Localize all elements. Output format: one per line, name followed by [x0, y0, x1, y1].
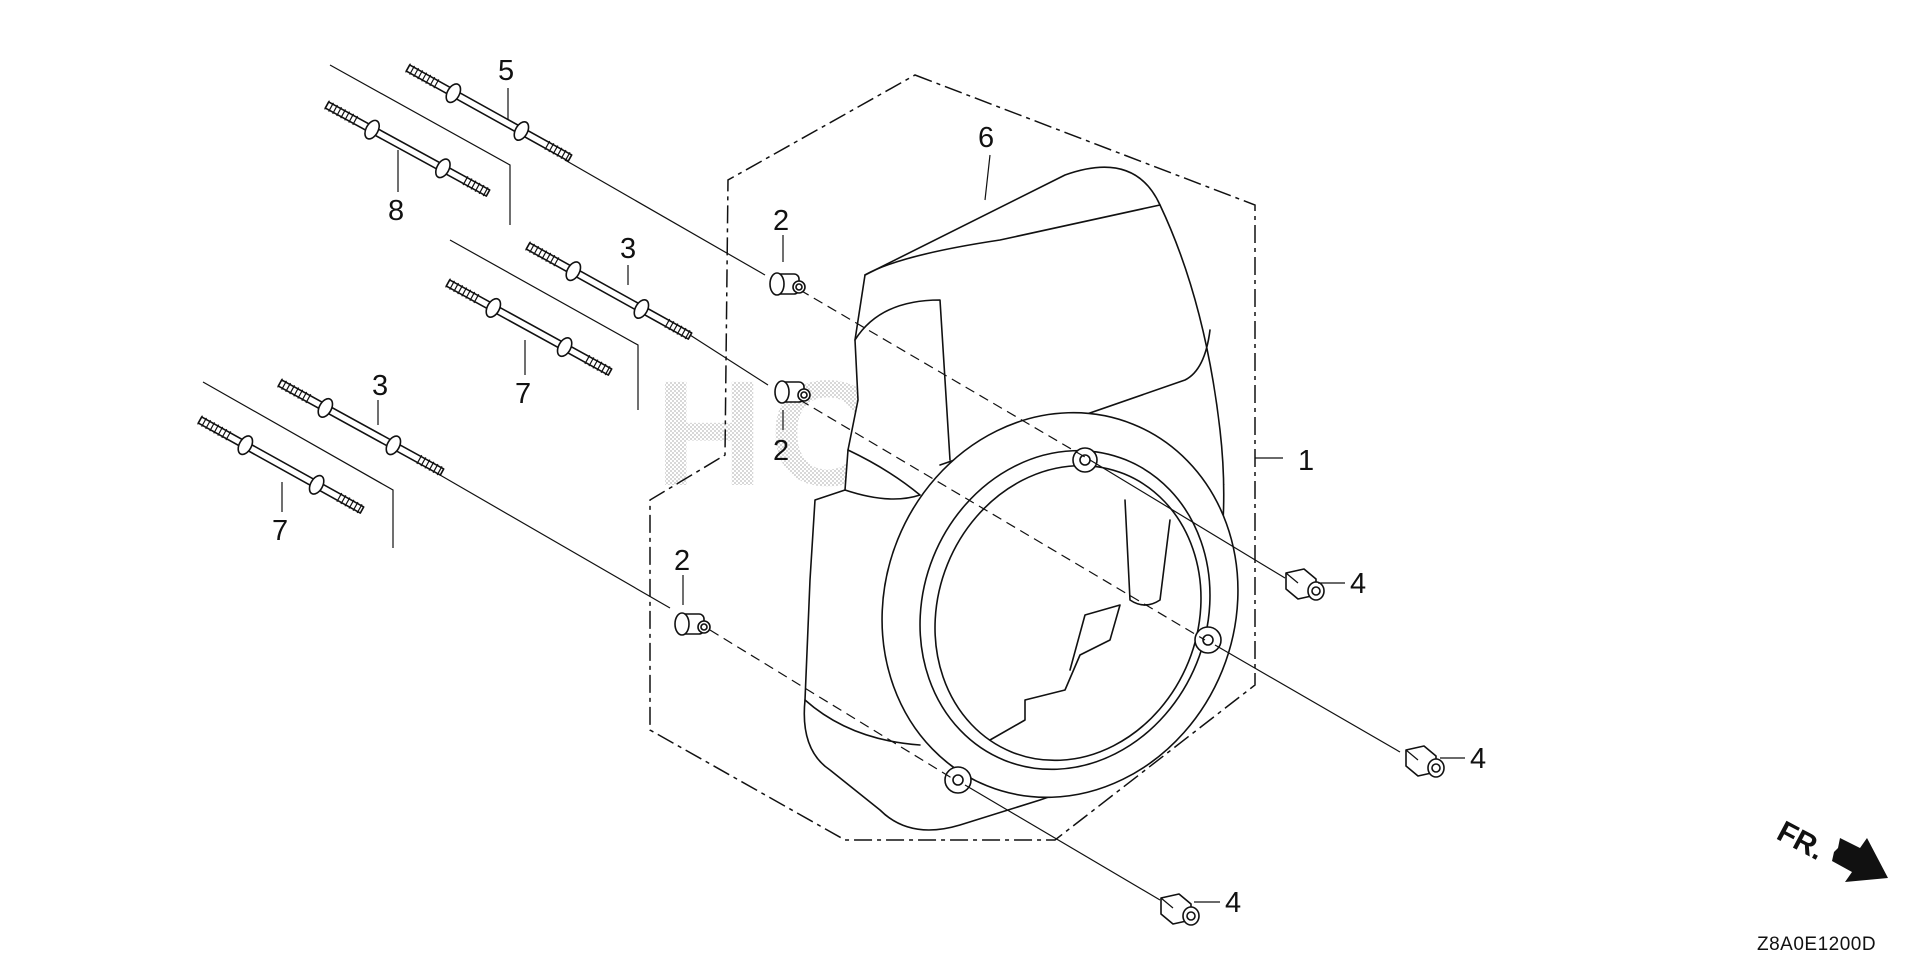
assembly-outline [649, 74, 1283, 841]
drawing-code: Z8A0E1200D [1757, 934, 1876, 955]
callout-3-lower: 3 [372, 370, 388, 402]
callout-7-lower: 7 [272, 515, 288, 547]
collar-upper [769, 272, 806, 296]
callout-2-lower: 2 [674, 545, 690, 577]
callout-4-upper: 4 [1350, 568, 1366, 600]
stud-3-lower [277, 378, 445, 476]
callout-1: 1 [1298, 445, 1314, 477]
studs-group [197, 63, 693, 514]
stud-8 [324, 100, 491, 197]
callout-2-upper: 2 [773, 205, 789, 237]
callout-7-middle: 7 [515, 378, 531, 410]
callout-6: 6 [978, 122, 994, 154]
front-arrow-icon [1832, 838, 1888, 882]
callout-2-middle: 2 [773, 435, 789, 467]
stud-7-middle [445, 278, 613, 376]
front-direction-marker: FR. [1772, 815, 1888, 882]
callout-labels: 1 2 2 2 3 3 4 4 4 5 6 7 7 8 [272, 55, 1486, 919]
stud-guide-lines [202, 64, 639, 548]
nut-middle [1405, 745, 1445, 778]
callout-4-lower: 4 [1225, 887, 1241, 919]
callout-8: 8 [388, 195, 404, 227]
collar-lower [674, 612, 711, 636]
stud-7-lower [197, 415, 365, 514]
nut-lower [1160, 893, 1200, 926]
nut-upper [1285, 568, 1325, 601]
fan-cover [803, 166, 1239, 831]
callout-4-middle: 4 [1470, 743, 1486, 775]
front-label: FR. [1772, 815, 1830, 867]
callout-3-upper: 3 [620, 233, 636, 265]
stud-3-upper [525, 241, 693, 340]
stud-5 [405, 63, 573, 162]
assembly-lines [439, 159, 1401, 901]
callout-leaders [281, 88, 1465, 903]
callout-5: 5 [498, 55, 514, 87]
